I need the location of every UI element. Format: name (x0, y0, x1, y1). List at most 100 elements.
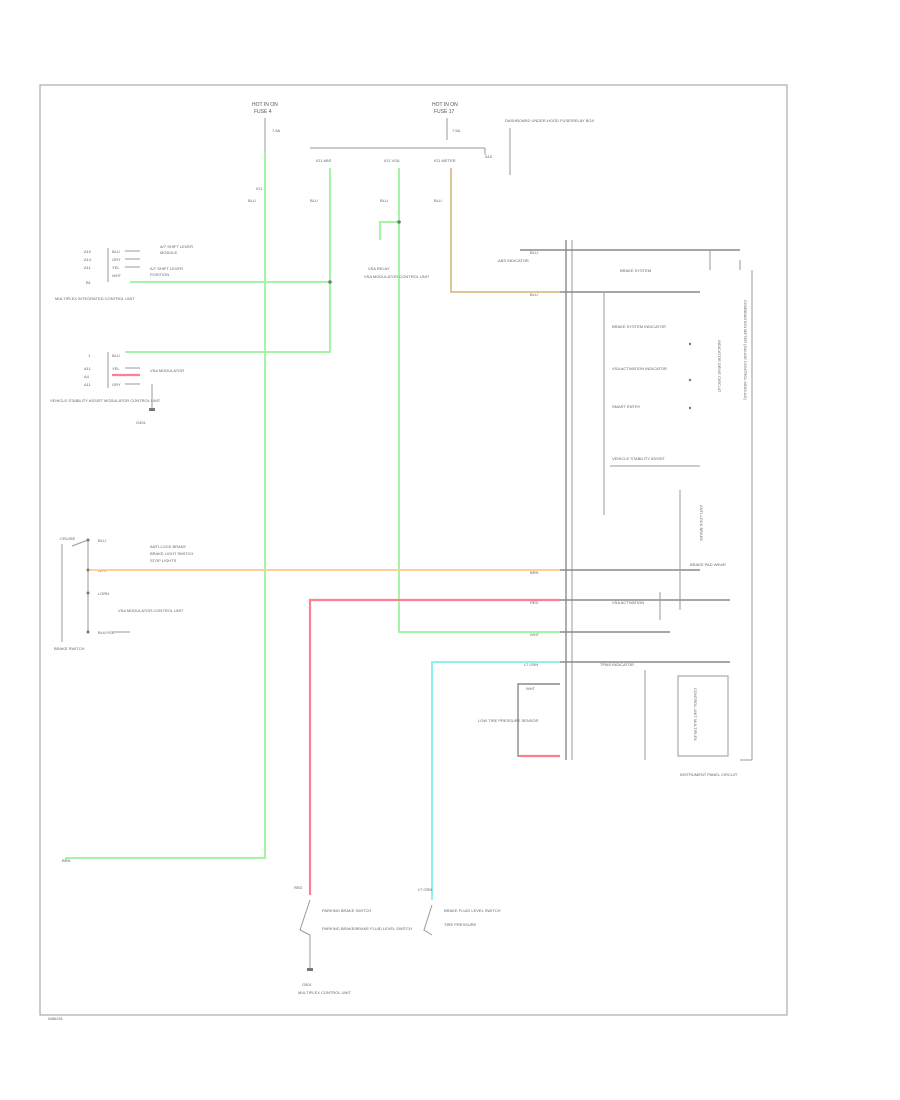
svg-text:IG1 METER: IG1 METER (434, 158, 456, 163)
svg-text:ANTI-LOCK BRAKE: ANTI-LOCK BRAKE (699, 505, 704, 541)
svg-text:IG1 ABS: IG1 ABS (316, 158, 332, 163)
svg-text:PARKING BRAKE SWITCH: PARKING BRAKE SWITCH (322, 908, 371, 913)
wire-green-main (65, 152, 266, 859)
svg-text:BLU: BLU (434, 198, 442, 203)
svg-text:BLU: BLU (310, 198, 318, 203)
svg-text:VSA ACTIVATION INDICATOR: VSA ACTIVATION INDICATOR (612, 366, 667, 371)
svg-text:BLU: BLU (112, 353, 120, 358)
svg-text:RED: RED (530, 600, 539, 605)
svg-text:VSA MODULATOR-CONTROL UNIT: VSA MODULATOR-CONTROL UNIT (118, 608, 184, 613)
svg-text:YEL: YEL (112, 265, 120, 270)
tire-pressure-sensor: WHT LOW TIRE PRESSURE SENSOR (478, 683, 560, 758)
svg-text:BRAKE LIGHT SWITCH: BRAKE LIGHT SWITCH (150, 551, 193, 556)
sensor1-connector: A10 A14 A11 B1 BLU GRY YEL WHT A/T SHIFT… (55, 244, 193, 301)
svg-text:VSA ACTIVATION: VSA ACTIVATION (612, 600, 644, 605)
svg-text:BRN: BRN (62, 858, 71, 863)
svg-text:WHT: WHT (526, 686, 536, 691)
svg-text:IG1 VSA: IG1 VSA (384, 158, 400, 163)
svg-text:LT GRN: LT GRN (418, 887, 432, 892)
svg-text:IG1: IG1 (256, 186, 263, 191)
svg-text:MODULE: MODULE (160, 250, 177, 255)
svg-text:BRAKE PAD WEAR: BRAKE PAD WEAR (690, 562, 726, 567)
wire-green-abs (125, 168, 331, 353)
svg-text:INSTRUMENT PANEL CIRCUIT: INSTRUMENT PANEL CIRCUIT (680, 772, 738, 777)
svg-text:BRAKE SYSTEM INDICATOR: BRAKE SYSTEM INDICATOR (612, 324, 666, 329)
svg-text:1: 1 (88, 353, 91, 358)
svg-text:A11: A11 (84, 382, 92, 387)
svg-text:ANTI-LOCK BRAKE: ANTI-LOCK BRAKE (150, 544, 186, 549)
svg-text:VEHICLE STABILITY ASSIST: VEHICLE STABILITY ASSIST (612, 456, 666, 461)
svg-text:VSA MODULATOR-CONTROL UNIT: VSA MODULATOR-CONTROL UNIT (364, 274, 430, 279)
svg-text:DASHBOARD UNDER-HOOD FUSE/RELA: DASHBOARD UNDER-HOOD FUSE/RELAY BOX (505, 118, 595, 123)
svg-text:RED: RED (294, 885, 303, 890)
svg-text:A4: A4 (84, 374, 90, 379)
svg-text:B1: B1 (86, 280, 92, 285)
svg-text:POSITION: POSITION (150, 272, 169, 277)
svg-text:LT GRN: LT GRN (524, 662, 538, 667)
svg-text:FUSE 4: FUSE 4 (254, 109, 272, 115)
svg-text:TPMS INDICATOR: TPMS INDICATOR (600, 662, 634, 667)
svg-text:A11: A11 (84, 366, 92, 371)
svg-text:BLU: BLU (112, 249, 120, 254)
vsa-relay: VSA RELAY VSA MODULATOR-CONTROL UNIT (364, 266, 430, 279)
gauge-control-module: BLU BLU BRN RED WHT LT GRN ABS INDICATOR… (498, 240, 753, 777)
svg-text:CONTROL UNIT MULTIPLEX: CONTROL UNIT MULTIPLEX (693, 688, 698, 741)
footer-code: W86291 (48, 1016, 64, 1021)
svg-text:TIRE PRESSURE: TIRE PRESSURE (444, 922, 477, 927)
svg-text:PARKING BRAKE/BRAKE FLUID LEVE: PARKING BRAKE/BRAKE FLUID LEVEL SWITCH (322, 926, 412, 931)
svg-text:MULTIPLEX CONTROL UNIT: MULTIPLEX CONTROL UNIT (298, 990, 351, 995)
svg-text:A10: A10 (84, 249, 92, 254)
svg-text:BLK/YEL: BLK/YEL (98, 630, 115, 635)
svg-text:A/T SHIFT LEVER: A/T SHIFT LEVER (160, 244, 193, 249)
svg-text:BRAKE SYSTEM: BRAKE SYSTEM (620, 268, 651, 273)
wire-red (308, 598, 560, 895)
svg-text:MULTIPLEX INTEGRATED CONTROL U: MULTIPLEX INTEGRATED CONTROL UNIT (55, 296, 135, 301)
fluid-level-switch: BRAKE FLUID LEVEL SWITCH TIRE PRESSURE (423, 904, 501, 936)
svg-text:STOP LIGHTS: STOP LIGHTS (150, 558, 177, 563)
svg-text:CRUISE: CRUISE (60, 536, 75, 541)
svg-text:BRAKE FLUID LEVEL SWITCH: BRAKE FLUID LEVEL SWITCH (444, 908, 501, 913)
wire-yellow-meter (450, 168, 560, 293)
svg-text:FUSE 17: FUSE 17 (434, 109, 455, 115)
svg-text:ABS INDICATOR: ABS INDICATOR (498, 258, 529, 263)
wire-green-vsa (398, 168, 560, 633)
svg-text:A/T SHIFT LEVER: A/T SHIFT LEVER (150, 266, 183, 271)
svg-text:WHT: WHT (530, 632, 540, 637)
svg-text:7.5A: 7.5A (452, 128, 461, 133)
svg-text:BRAKE SWITCH: BRAKE SWITCH (54, 646, 85, 651)
parking-brake-switch: PARKING BRAKE SWITCH PARKING BRAKE/BRAKE… (298, 899, 412, 995)
svg-text:COMBINATION METER (GAUGE CONTR: COMBINATION METER (GAUGE CONTROL MODULE) (743, 300, 748, 401)
svg-text:A11: A11 (84, 265, 92, 270)
svg-text:LOW TIRE PRESSURE SENSOR: LOW TIRE PRESSURE SENSOR (478, 718, 538, 723)
svg-text:BLU: BLU (380, 198, 388, 203)
svg-text:A15: A15 (485, 154, 493, 159)
svg-text:A14: A14 (84, 257, 92, 262)
svg-text:BLU: BLU (98, 538, 106, 543)
top-terminals: IG1 ABS IG1 VSA IG1 METER IG1 BLU BLU BL… (248, 158, 456, 203)
power-source-right: HOT IN ON FUSE 17 7.5A DASHBOARD UNDER-H… (432, 102, 595, 175)
brake-switch: CRUISE BLU ANTI-LOCK BRAKE BRAKE LIGHT S… (54, 536, 193, 651)
svg-text:G501: G501 (302, 982, 313, 987)
svg-text:INDICATOR DRIVE CIRCUIT: INDICATOR DRIVE CIRCUIT (717, 340, 722, 393)
svg-text:HOT IN ON: HOT IN ON (432, 102, 458, 108)
svg-text:VSA MODULATOR: VSA MODULATOR (150, 368, 184, 373)
svg-text:LGRN: LGRN (98, 591, 109, 596)
svg-text:BLU: BLU (530, 292, 538, 297)
svg-text:YEL: YEL (112, 366, 120, 371)
svg-text:GRY: GRY (112, 257, 121, 262)
svg-text:VEHICLE STABILITY ASSIST MODUL: VEHICLE STABILITY ASSIST MODULATOR CONTR… (50, 398, 161, 403)
power-source-left: HOT IN ON FUSE 4 7.5A (252, 102, 281, 152)
svg-text:HOT IN ON: HOT IN ON (252, 102, 278, 108)
svg-text:BRN: BRN (530, 570, 539, 575)
svg-text:VSA RELAY: VSA RELAY (368, 266, 390, 271)
svg-text:SMART ENTRY: SMART ENTRY (612, 404, 641, 409)
diagram-frame (39, 84, 788, 1016)
sensor2-connector: 1 A11 A4 A11 BLU YEL GRY VSA MODULATOR V… (50, 352, 184, 425)
svg-text:WHT: WHT (112, 273, 122, 278)
svg-text:BLU: BLU (248, 198, 256, 203)
wire-cyan (431, 661, 560, 900)
svg-text:G401: G401 (136, 420, 147, 425)
svg-text:7.5A: 7.5A (272, 128, 281, 133)
svg-text:GRY: GRY (112, 382, 121, 387)
